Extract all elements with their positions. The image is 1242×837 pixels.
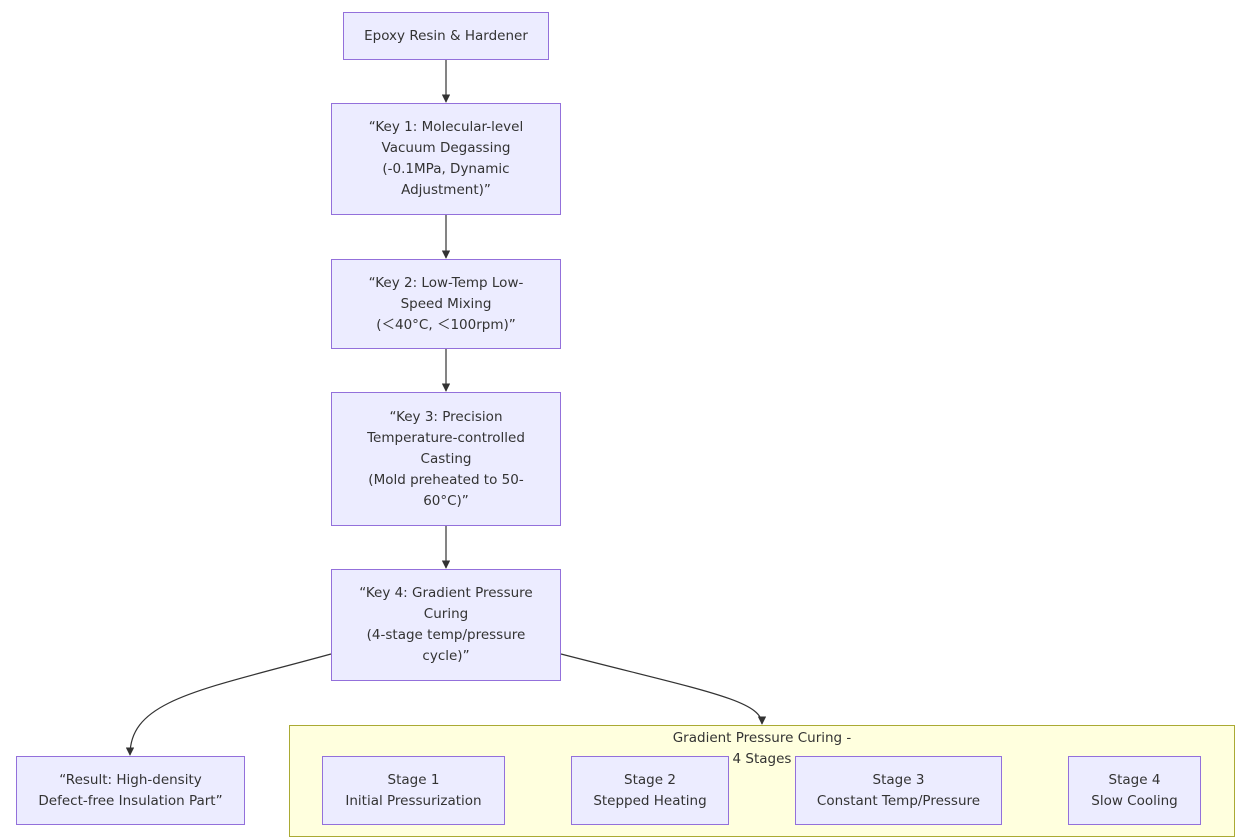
- node-key4-label: “Key 4: Gradient Pressure Curing (4-stag…: [359, 585, 533, 664]
- node-stage-1: Stage 1 Initial Pressurization: [322, 756, 505, 825]
- node-result: “Result: High-density Defect-free Insula…: [16, 756, 245, 825]
- edge-key4-subgraph: [560, 653, 767, 725]
- subgraph-title: Gradient Pressure Curing - 4 Stages: [672, 730, 852, 767]
- node-stage-1-label: Stage 1 Initial Pressurization: [345, 771, 482, 809]
- node-stage-4: Stage 4 Slow Cooling: [1068, 756, 1201, 825]
- node-stage-3-label: Stage 3 Constant Temp/Pressure: [816, 771, 981, 809]
- node-stage-2-label: Stage 2 Stepped Heating: [593, 771, 707, 809]
- node-key4-curing: “Key 4: Gradient Pressure Curing (4-stag…: [331, 569, 561, 681]
- node-result-label: “Result: High-density Defect-free Insula…: [38, 771, 223, 809]
- node-stage-3: Stage 3 Constant Temp/Pressure: [795, 756, 1002, 825]
- node-stage-2: Stage 2 Stepped Heating: [571, 756, 729, 825]
- node-key1-label: “Key 1: Molecular-level Vacuum Degassing…: [368, 119, 524, 198]
- node-epoxy-resin: Epoxy Resin & Hardener: [343, 12, 549, 60]
- edge-key4-result: [125, 653, 332, 756]
- node-key3-casting: “Key 3: Precision Temperature-controlled…: [331, 392, 561, 526]
- node-epoxy-resin-label: Epoxy Resin & Hardener: [364, 27, 528, 44]
- node-key2-label: “Key 2: Low-Temp Low- Speed Mixing (＜40°…: [368, 274, 524, 333]
- node-key2-mixing: “Key 2: Low-Temp Low- Speed Mixing (＜40°…: [331, 259, 561, 349]
- node-key1-vacuum-degassing: “Key 1: Molecular-level Vacuum Degassing…: [331, 103, 561, 215]
- node-stage-4-label: Stage 4 Slow Cooling: [1091, 771, 1178, 809]
- node-key3-label: “Key 3: Precision Temperature-controlled…: [367, 408, 525, 509]
